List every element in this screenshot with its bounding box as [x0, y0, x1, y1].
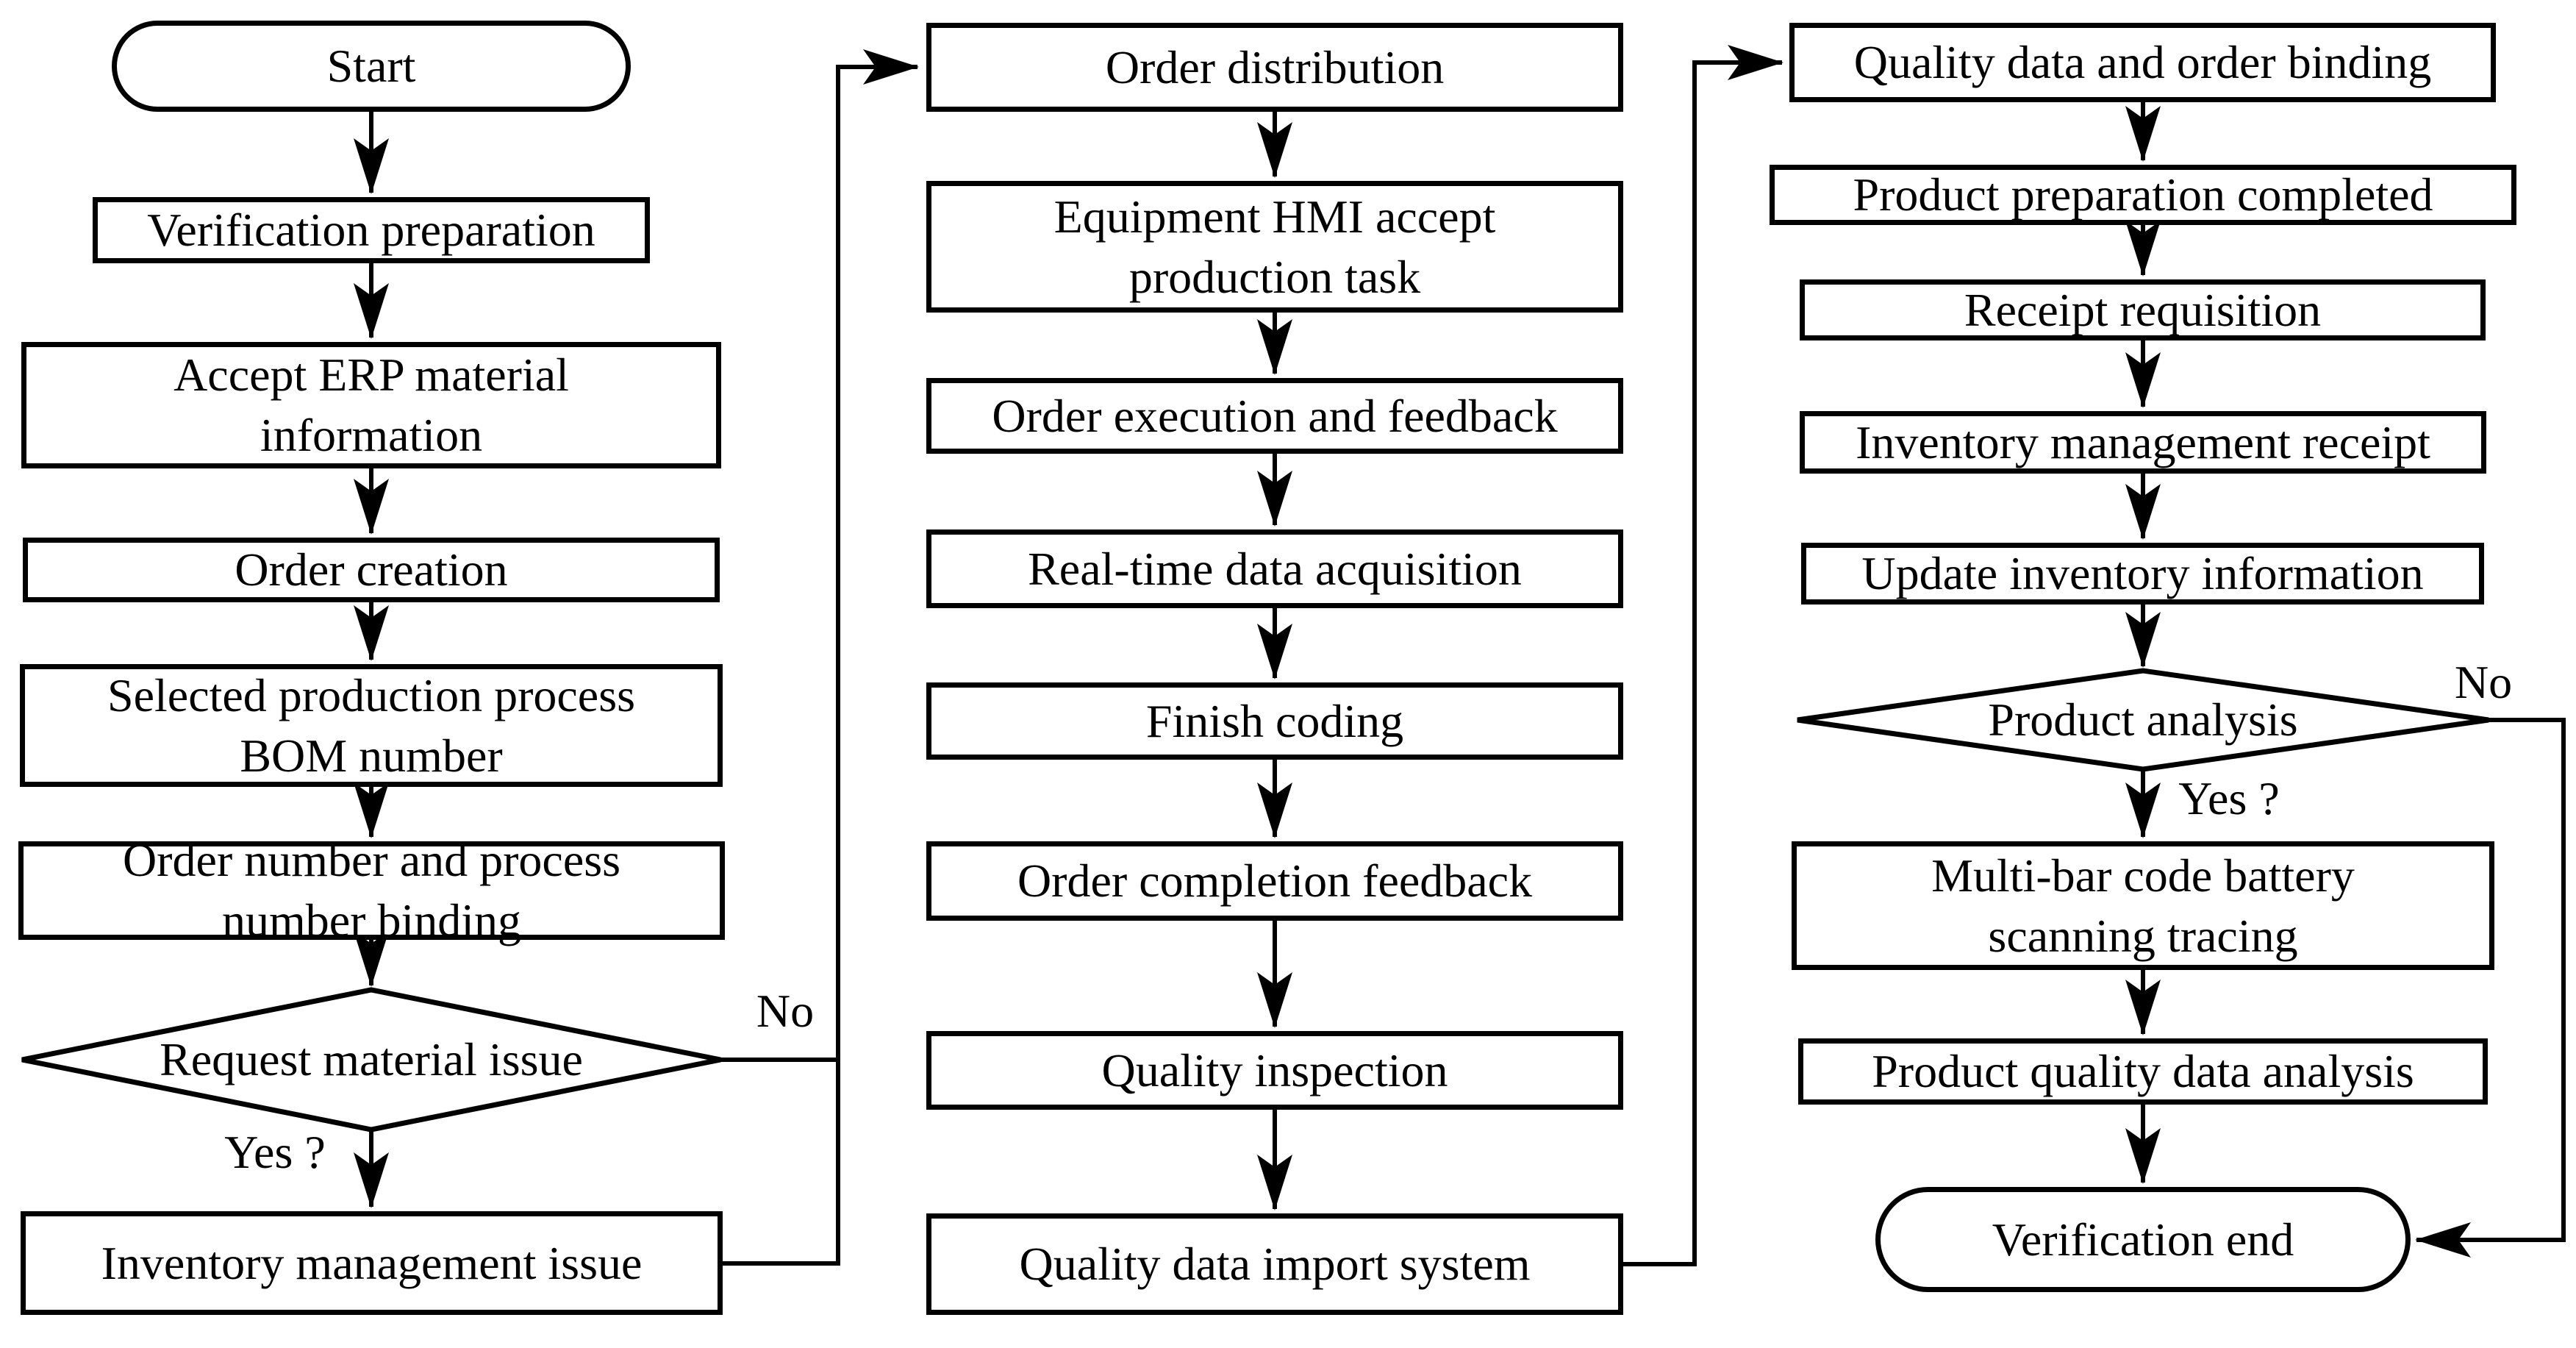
node-verification-preparation: Verification preparation	[93, 197, 650, 263]
node-multi-bar-label: Multi-bar code battery scanning tracing	[1931, 849, 2355, 962]
node-start: Start	[112, 21, 631, 112]
edge-label-product-analysis-yes: Yes ?	[2178, 772, 2280, 824]
node-verification-end-label: Verification end	[1992, 1213, 2294, 1266]
node-update-inventory-label: Update inventory information	[1861, 547, 2424, 600]
node-update-inventory-information: Update inventory information	[1801, 543, 2484, 605]
node-quality-data-import-label: Quality data import system	[1019, 1238, 1531, 1291]
node-product-preparation-completed: Product preparation completed	[1770, 165, 2516, 225]
node-order-distribution-label: Order distribution	[1105, 40, 1445, 93]
node-inventory-management-issue: Inventory management issue	[21, 1211, 723, 1315]
edge-product-analysis-no-verification-end	[2415, 718, 2566, 1258]
node-order-execution-label: Order execution and feedback	[992, 389, 1558, 442]
node-quality-inspection: Quality inspection	[926, 1031, 1623, 1110]
node-verification-end: Verification end	[1875, 1187, 2411, 1292]
node-quality-inspection-label: Quality inspection	[1101, 1044, 1448, 1096]
node-accept-erp-label: Accept ERP material information	[173, 349, 569, 461]
node-selected-bom-label: Selected production process BOM number	[107, 668, 635, 782]
node-product-quality-data-analysis: Product quality data analysis	[1798, 1038, 2488, 1105]
edge-label-product-analysis-no: No	[2454, 656, 2513, 708]
request-material-issue-text: Request material issue	[160, 1033, 583, 1085]
node-order-completion-label: Order completion feedback	[1017, 855, 1533, 907]
node-order-number-binding-label: Order number and process number binding	[122, 834, 621, 946]
node-real-time-data-acquisition: Real-time data acquisition	[926, 529, 1623, 608]
node-finish-coding-label: Finish coding	[1145, 694, 1404, 747]
node-inventory-management-issue-label: Inventory management issue	[101, 1236, 643, 1289]
node-real-time-label: Real-time data acquisition	[1028, 542, 1522, 595]
edge-quality-import-quality-data-order-binding	[1623, 45, 1783, 1266]
node-inventory-management-receipt: Inventory management receipt	[1800, 411, 2486, 474]
edge-inventory-issue-order-distribution	[723, 49, 919, 1266]
node-quality-data-import-system: Quality data import system	[926, 1213, 1623, 1315]
node-order-distribution: Order distribution	[926, 23, 1623, 112]
edge-label-request-material-issue-no: No	[756, 985, 815, 1037]
node-product-analysis-label: Product analysis	[1849, 665, 2437, 775]
node-start-label: Start	[326, 40, 416, 93]
node-receipt-requisition-label: Receipt requisition	[1964, 283, 2322, 336]
node-equipment-hmi-accept-production-task: Equipment HMI accept production task	[926, 181, 1623, 313]
node-order-creation: Order creation	[23, 538, 720, 602]
node-request-material-issue-label: Request material issue	[77, 1005, 665, 1115]
product-analysis-text: Product analysis	[1988, 693, 2298, 746]
node-multi-bar-code-battery-scanning-tracing: Multi-bar code battery scanning tracing	[1792, 841, 2494, 970]
node-order-execution-and-feedback: Order execution and feedback	[926, 378, 1623, 454]
node-product-quality-analysis-label: Product quality data analysis	[1872, 1045, 2414, 1098]
node-order-creation-label: Order creation	[235, 543, 508, 596]
node-accept-erp-material-information: Accept ERP material information	[21, 342, 721, 468]
node-equipment-hmi-label: Equipment HMI accept production task	[1053, 190, 1496, 303]
node-finish-coding: Finish coding	[926, 682, 1623, 760]
node-order-number-and-process-number-binding: Order number and process number binding	[18, 834, 725, 946]
node-selected-production-process-bom-number: Selected production process BOM number	[20, 664, 723, 787]
node-order-completion-feedback: Order completion feedback	[926, 841, 1623, 921]
node-product-preparation-label: Product preparation completed	[1853, 168, 2433, 221]
node-receipt-requisition: Receipt requisition	[1800, 279, 2486, 340]
node-quality-data-and-order-binding: Quality data and order binding	[1789, 23, 2496, 102]
node-inventory-management-receipt-label: Inventory management receipt	[1856, 416, 2430, 468]
edge-label-request-material-issue-yes: Yes ?	[224, 1126, 326, 1178]
node-verification-preparation-label: Verification preparation	[147, 204, 595, 257]
node-quality-data-order-binding-label: Quality data and order binding	[1853, 36, 2432, 89]
